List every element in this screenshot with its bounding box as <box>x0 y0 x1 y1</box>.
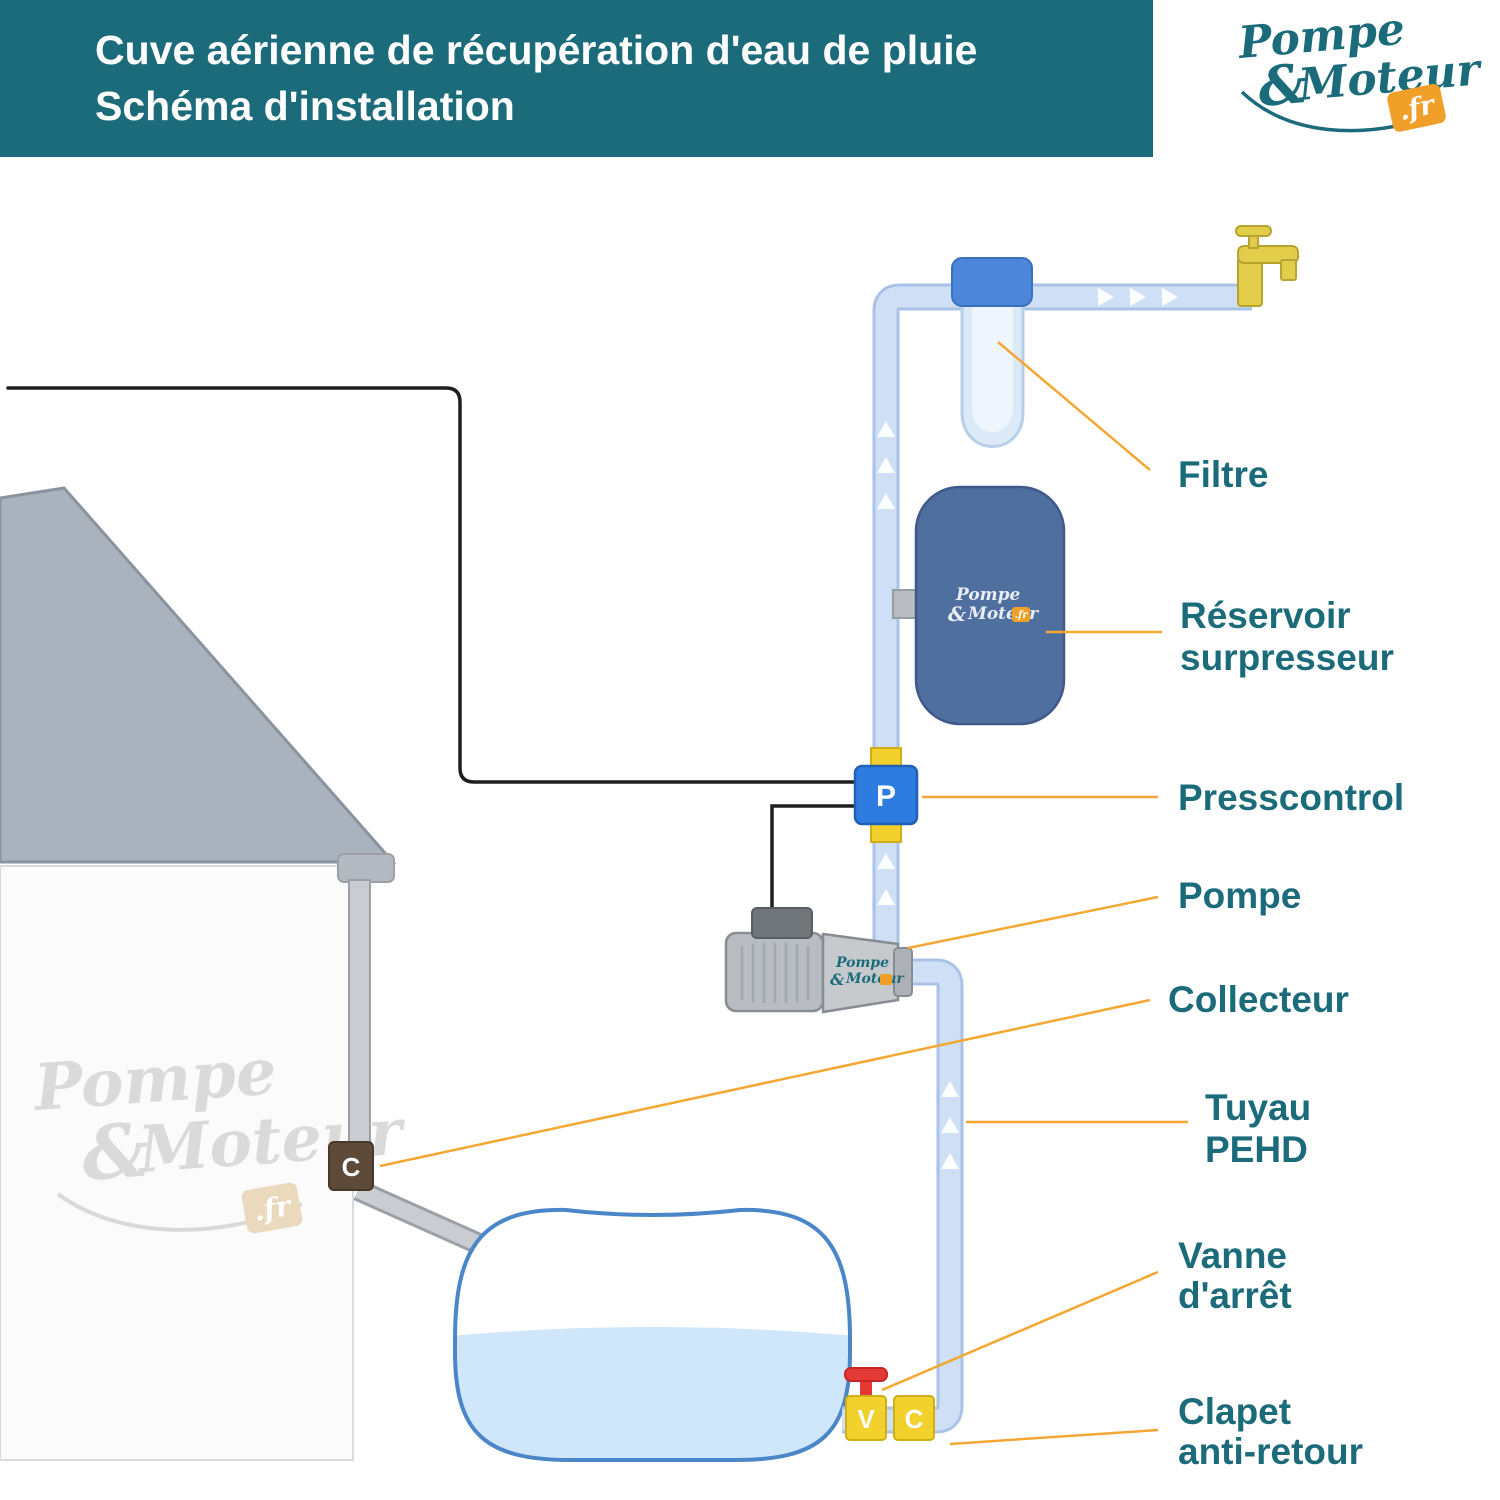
label-collecteur: Collecteur <box>1168 979 1349 1020</box>
logo-tld-badge <box>1387 83 1446 132</box>
brand-logo: Pompe & Moteur .fr <box>1235 4 1485 133</box>
label-reservoir-line2: surpresseur <box>1180 637 1394 678</box>
filter-cap <box>951 257 1033 307</box>
leader-pompe <box>907 895 1159 950</box>
label-vanne-line2: d'arrêt <box>1178 1275 1292 1316</box>
house-wall <box>0 865 354 1461</box>
leader-collecteur <box>379 998 1151 1168</box>
logo-tld: .fr <box>1396 89 1439 127</box>
pump-logo-word2: Moteur <box>845 971 905 987</box>
watermark-word1: Pompe <box>30 1034 279 1126</box>
label-reservoir-line1: Réservoir <box>1180 595 1351 636</box>
leader-filtre <box>997 341 1151 471</box>
check-valve: C <box>893 1395 935 1441</box>
shutoff-valve-body <box>845 1395 887 1441</box>
wall-watermark: Pompe & Moteur .fr <box>30 1034 409 1234</box>
pressure-tank-logo-word1: Pompe <box>955 585 1021 605</box>
pressure-tank-body <box>914 485 1066 726</box>
presscontrol-marker: P <box>876 780 896 813</box>
header-bar <box>0 0 1153 157</box>
watermark-tld: .fr <box>251 1189 295 1228</box>
flow-arrow-icon <box>1130 288 1146 306</box>
flow-arrow-icon <box>941 1117 959 1133</box>
shutoff-valve: V <box>844 1367 888 1441</box>
leader-vanne <box>881 1270 1159 1392</box>
tank-outline <box>453 1207 852 1462</box>
label-filtre: Filtre <box>1178 454 1268 495</box>
pump-outlet-flange <box>893 947 913 997</box>
downspout <box>348 879 371 1147</box>
label-vanne-line1: Vanne <box>1178 1235 1287 1276</box>
pump-logo-word1: Pompe <box>835 955 889 971</box>
pressure-tank-logo-ampersand: & <box>948 602 966 626</box>
pressure-tank-logo-tld-badge <box>1012 607 1030 622</box>
pump-head <box>821 932 900 1014</box>
label-pompe: Pompe <box>1178 875 1301 916</box>
tank-water <box>455 1327 850 1460</box>
label-presscontrol: Presscontrol <box>1178 777 1404 818</box>
labels: Filtre Réservoir surpresseur Presscontro… <box>1168 454 1404 1472</box>
label-clapet-line1: Clapet <box>1178 1391 1291 1432</box>
page-title-line2: Schéma d'installation <box>95 83 515 129</box>
pump-cable <box>770 804 860 914</box>
tap-handle-bar <box>1235 225 1272 237</box>
pump-logo-ampersand: & <box>830 970 845 989</box>
pump: Pompe & Moteur <box>724 907 913 1014</box>
flow-arrow-icon <box>877 493 895 509</box>
flow-arrow-icon <box>877 421 895 437</box>
logo-ampersand: & <box>1256 51 1310 119</box>
collector-marker: C <box>342 1152 361 1182</box>
collector-to-tank-pipe <box>353 1179 502 1263</box>
power-cable <box>6 386 860 784</box>
check-valve-body <box>893 1395 935 1441</box>
flow-arrow-icon <box>941 1081 959 1097</box>
watermark-tld-badge <box>241 1182 303 1234</box>
shutoff-valve-marker: V <box>857 1404 875 1434</box>
discharge-pipe <box>872 283 1252 948</box>
gutter <box>337 853 395 883</box>
page-title-line1: Cuve aérienne de récupération d'eau de p… <box>95 27 977 73</box>
check-valve-marker: C <box>905 1404 924 1434</box>
shutoff-valve-stem <box>860 1378 872 1398</box>
flow-arrow-icon <box>1162 288 1178 306</box>
presscontrol: P <box>853 747 919 843</box>
shutoff-valve-handle <box>844 1367 888 1382</box>
collector-box <box>328 1141 374 1191</box>
filter-body-inner <box>972 306 1013 432</box>
tap-body <box>1237 257 1263 307</box>
pump-logo: Pompe & Moteur <box>830 955 905 989</box>
suction-pipe-pehd <box>842 958 964 1434</box>
label-tuyau-line1: Tuyau <box>1205 1087 1311 1128</box>
leader-clapet <box>949 1428 1159 1446</box>
label-tuyau-line2: PEHD <box>1205 1129 1308 1170</box>
flow-arrow-icon <box>877 853 895 869</box>
flow-arrow-icon <box>941 1153 959 1169</box>
pressure-tank: Pompe & Moteur .fr <box>892 485 1066 726</box>
watermark-ampersand: & <box>79 1107 152 1197</box>
tap-nozzle <box>1280 259 1297 281</box>
filter <box>951 257 1033 448</box>
collector: C <box>328 1141 374 1191</box>
tap-spout-arm <box>1237 245 1299 264</box>
flow-arrows <box>877 288 1178 1169</box>
presscontrol-body <box>853 764 919 826</box>
leader-lines <box>379 341 1188 1446</box>
flow-arrow-icon <box>877 457 895 473</box>
pump-logo-tld-badge <box>880 974 892 985</box>
flow-arrow-icon <box>877 889 895 905</box>
house-roof <box>0 486 397 864</box>
flow-arrow-icon <box>1098 288 1114 306</box>
tap <box>1235 225 1299 307</box>
pressure-tank-logo: Pompe & Moteur .fr <box>948 585 1039 626</box>
pressure-tank-logo-tld: .fr <box>1014 610 1028 621</box>
tank <box>453 1207 852 1462</box>
pump-motor-fins <box>740 943 810 1003</box>
label-clapet-line2: anti-retour <box>1178 1431 1363 1472</box>
pump-terminal-box <box>751 907 813 939</box>
